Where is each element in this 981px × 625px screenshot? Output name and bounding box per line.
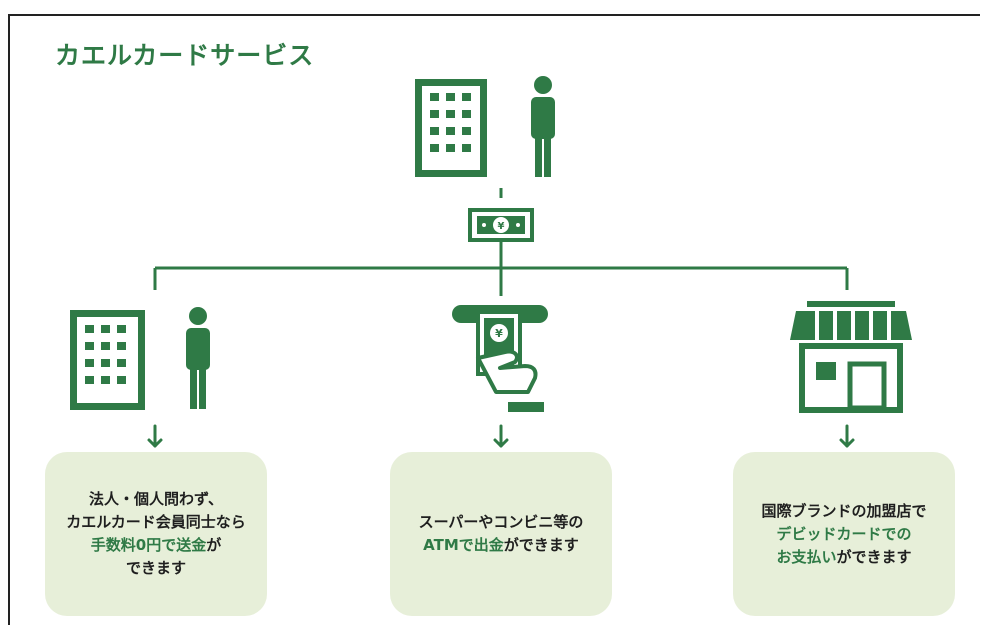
- debit-payment-card: 国際ブランドの加盟店で デビッドカードでの お支払いができます: [733, 452, 955, 616]
- storefront-icon: [790, 301, 912, 413]
- atm-withdrawal-card: スーパーやコンビニ等の ATMで出金ができます: [390, 452, 612, 616]
- arrow-down-icon: [147, 424, 163, 448]
- atm-withdrawal-icon: ¥: [452, 305, 548, 412]
- diagram-title: カエルカードサービス: [55, 41, 315, 70]
- card-text: 国際ブランドの加盟店で: [761, 501, 927, 520]
- card-highlight: お支払い: [776, 547, 837, 566]
- card-highlight: ATMで出金: [423, 536, 504, 554]
- building-icon: [70, 310, 145, 410]
- card-text: が: [206, 536, 222, 554]
- arrow-down-icon: [493, 424, 509, 448]
- person-icon: [531, 76, 555, 177]
- diagram-frame: [8, 14, 980, 625]
- card-highlight: デビッドカードでの: [776, 524, 912, 543]
- card-highlight: 手数料0円で送金: [90, 536, 207, 554]
- arrow-down-icon: [839, 424, 855, 448]
- card-text: スーパーやコンビニ等の: [418, 513, 584, 531]
- svg-text:¥: ¥: [498, 221, 505, 232]
- card-text: カエルカード会員同士なら: [66, 513, 246, 531]
- connector-lines: [153, 240, 849, 296]
- card-text: できます: [125, 559, 186, 577]
- building-icon: [415, 79, 487, 177]
- card-text: ができます: [836, 547, 912, 566]
- yen-banknote-icon: ¥: [468, 208, 534, 242]
- svg-text:¥: ¥: [495, 327, 503, 340]
- person-icon: [186, 307, 210, 409]
- card-text: ができます: [503, 536, 579, 554]
- free-transfer-card: 法人・個人問わず、 カエルカード会員同士なら 手数料0円で送金が できます: [45, 452, 267, 616]
- card-text: 法人・個人問わず、: [89, 490, 223, 508]
